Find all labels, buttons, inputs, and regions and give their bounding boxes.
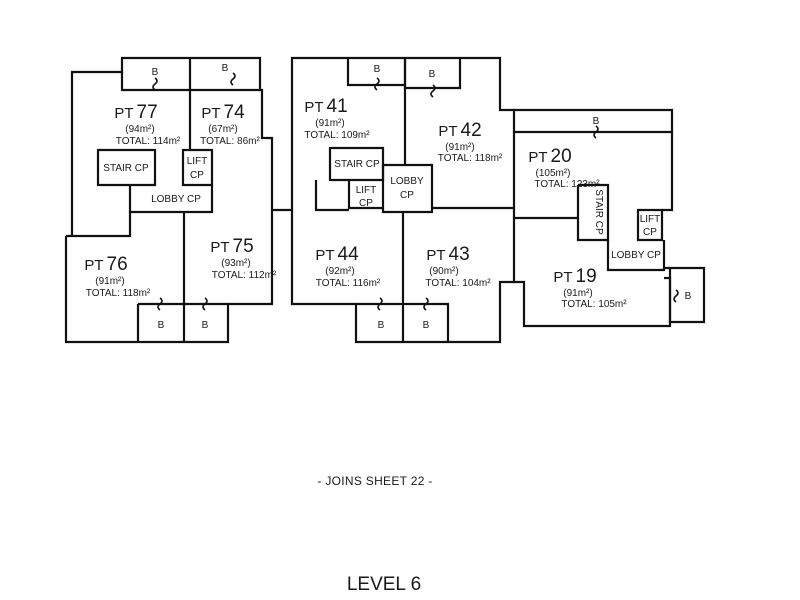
- balcony-label: B: [378, 320, 385, 331]
- balcony-label: B: [374, 64, 381, 75]
- unit-total: TOTAL: 118m²: [86, 288, 151, 299]
- unit-total: TOTAL: 105m²: [561, 299, 627, 310]
- door-swings: [152, 72, 679, 311]
- wall-lower-left: [64, 210, 274, 344]
- lobby-label: CP: [400, 190, 414, 201]
- unit-area: (90m²): [429, 266, 458, 277]
- lobby-right-box: [606, 240, 666, 272]
- balcony-label: B: [158, 320, 165, 331]
- unit-area: (94m²): [125, 124, 154, 135]
- unit-total: TOTAL: 109m²: [304, 130, 370, 141]
- lift-right-box: [636, 208, 664, 242]
- door-swing: [157, 297, 163, 311]
- balcony-label: B: [222, 63, 229, 74]
- unit-area: (91m²): [315, 118, 344, 129]
- unit-total: TOTAL: 116m²: [316, 278, 381, 289]
- door-swing: [230, 72, 236, 86]
- lift-label: CP: [359, 198, 373, 209]
- balcony-labels: B B B B B B B B B B: [152, 63, 692, 331]
- lift-label: LIFT: [640, 214, 661, 225]
- unit-total: TOTAL: 86m²: [200, 136, 260, 147]
- unit-total: TOTAL: 104m²: [425, 278, 491, 289]
- unit-area: (67m²): [208, 124, 237, 135]
- core-labels: STAIR CP LIFT CP LOBBY CP STAIR CP LIFT …: [103, 156, 661, 261]
- lobby-left-box: [128, 185, 214, 214]
- door-swing: [374, 77, 380, 91]
- unit-area: (93m²): [221, 258, 250, 269]
- stair-label: STAIR CP: [593, 189, 604, 235]
- balcony-label: B: [202, 320, 209, 331]
- lift-label: LIFT: [356, 185, 377, 196]
- wall-upper-left: [70, 56, 274, 235]
- balcony-44-43-wall: [356, 302, 450, 342]
- balcony-label: B: [152, 67, 159, 78]
- door-swing: [423, 297, 429, 311]
- door-swing: [593, 125, 599, 139]
- lobby-label: LOBBY CP: [611, 250, 661, 261]
- stair-label: STAIR CP: [103, 163, 149, 174]
- door-swing: [152, 77, 158, 91]
- joins-sheet-note: - JOINS SHEET 22 -: [317, 474, 432, 488]
- lift-label: CP: [190, 170, 204, 181]
- unit-area: (91m²): [95, 276, 124, 287]
- balcony-label: B: [593, 116, 600, 127]
- wall-20-right: [662, 132, 674, 212]
- wall-lower-center: [290, 210, 514, 344]
- door-swing: [673, 289, 679, 303]
- balcony-label: B: [429, 69, 436, 80]
- lobby-label: LOBBY CP: [151, 194, 201, 205]
- balcony-label: B: [685, 291, 692, 302]
- unit-total: TOTAL: 118m²: [438, 153, 503, 164]
- level-title: LEVEL 6: [347, 574, 421, 595]
- wall-41-bottom: [314, 180, 349, 212]
- unit-area: (92m²): [325, 266, 354, 277]
- unit-area: (105m²): [535, 168, 570, 179]
- door-swing: [202, 297, 208, 311]
- unit-area: (91m²): [563, 288, 592, 299]
- lobby-label: LOBBY: [390, 176, 424, 187]
- balcony-42-wall: [403, 58, 462, 90]
- stair-left-box: [96, 148, 157, 187]
- door-swing: [430, 84, 436, 98]
- stair-label: STAIR CP: [334, 159, 380, 170]
- wall-upper-center: [272, 56, 514, 212]
- balcony-77-wall: [120, 72, 190, 92]
- unit-area: (91m²): [445, 142, 474, 153]
- unit-total: TOTAL: 123m²: [534, 179, 600, 190]
- unit-total: TOTAL: 112m²: [212, 270, 277, 281]
- door-swing: [377, 297, 383, 311]
- balcony-label: B: [423, 320, 430, 331]
- walls: [64, 56, 706, 344]
- lobby-center-box: [381, 163, 434, 214]
- lift-label: LIFT: [187, 156, 208, 167]
- unit-total: TOTAL: 114m²: [116, 136, 181, 147]
- lift-center-box: [347, 180, 383, 210]
- lift-label: CP: [643, 227, 657, 238]
